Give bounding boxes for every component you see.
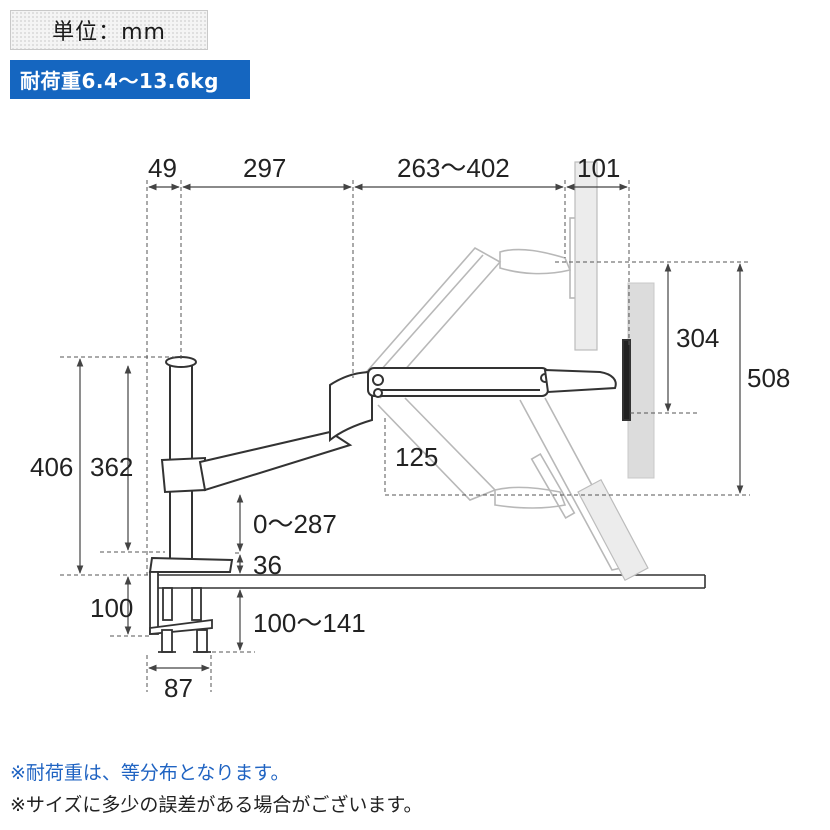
dim-clamp-100: 100: [90, 593, 133, 623]
ghost-lower-monitor: [577, 478, 649, 582]
dim-125: 125: [395, 442, 438, 472]
dim-406: 406: [30, 452, 73, 482]
extension-lines: [60, 180, 750, 692]
dim-263-402: 263〜402: [397, 153, 510, 183]
size-note: ※サイズに多少の誤差がある場合がございます。: [10, 794, 423, 816]
desk-clamp: [149, 571, 213, 653]
dim-362: 362: [90, 452, 133, 482]
ghost-upper-monitor: [574, 161, 598, 351]
load-note: ※耐荷重は、等分布となります。: [10, 762, 290, 784]
unit-label: 単位：mm: [10, 10, 208, 50]
dim-508: 508: [747, 363, 790, 393]
dim-87: 87: [164, 673, 193, 703]
main-arm: [148, 339, 631, 573]
load-capacity-badge: 耐荷重6.4〜13.6kg: [10, 60, 250, 99]
dim-0-287: 0〜287: [253, 509, 337, 539]
dim-297: 297: [243, 153, 286, 183]
dim-101: 101: [577, 153, 620, 183]
dimension-arrows: [76, 183, 744, 672]
ghost-right-monitor: [627, 282, 655, 479]
dim-49: 49: [148, 153, 177, 183]
desk-surface: [150, 574, 706, 589]
dim-36: 36: [253, 550, 282, 580]
dim-304: 304: [676, 323, 719, 353]
dim-100-141: 100〜141: [253, 608, 366, 638]
